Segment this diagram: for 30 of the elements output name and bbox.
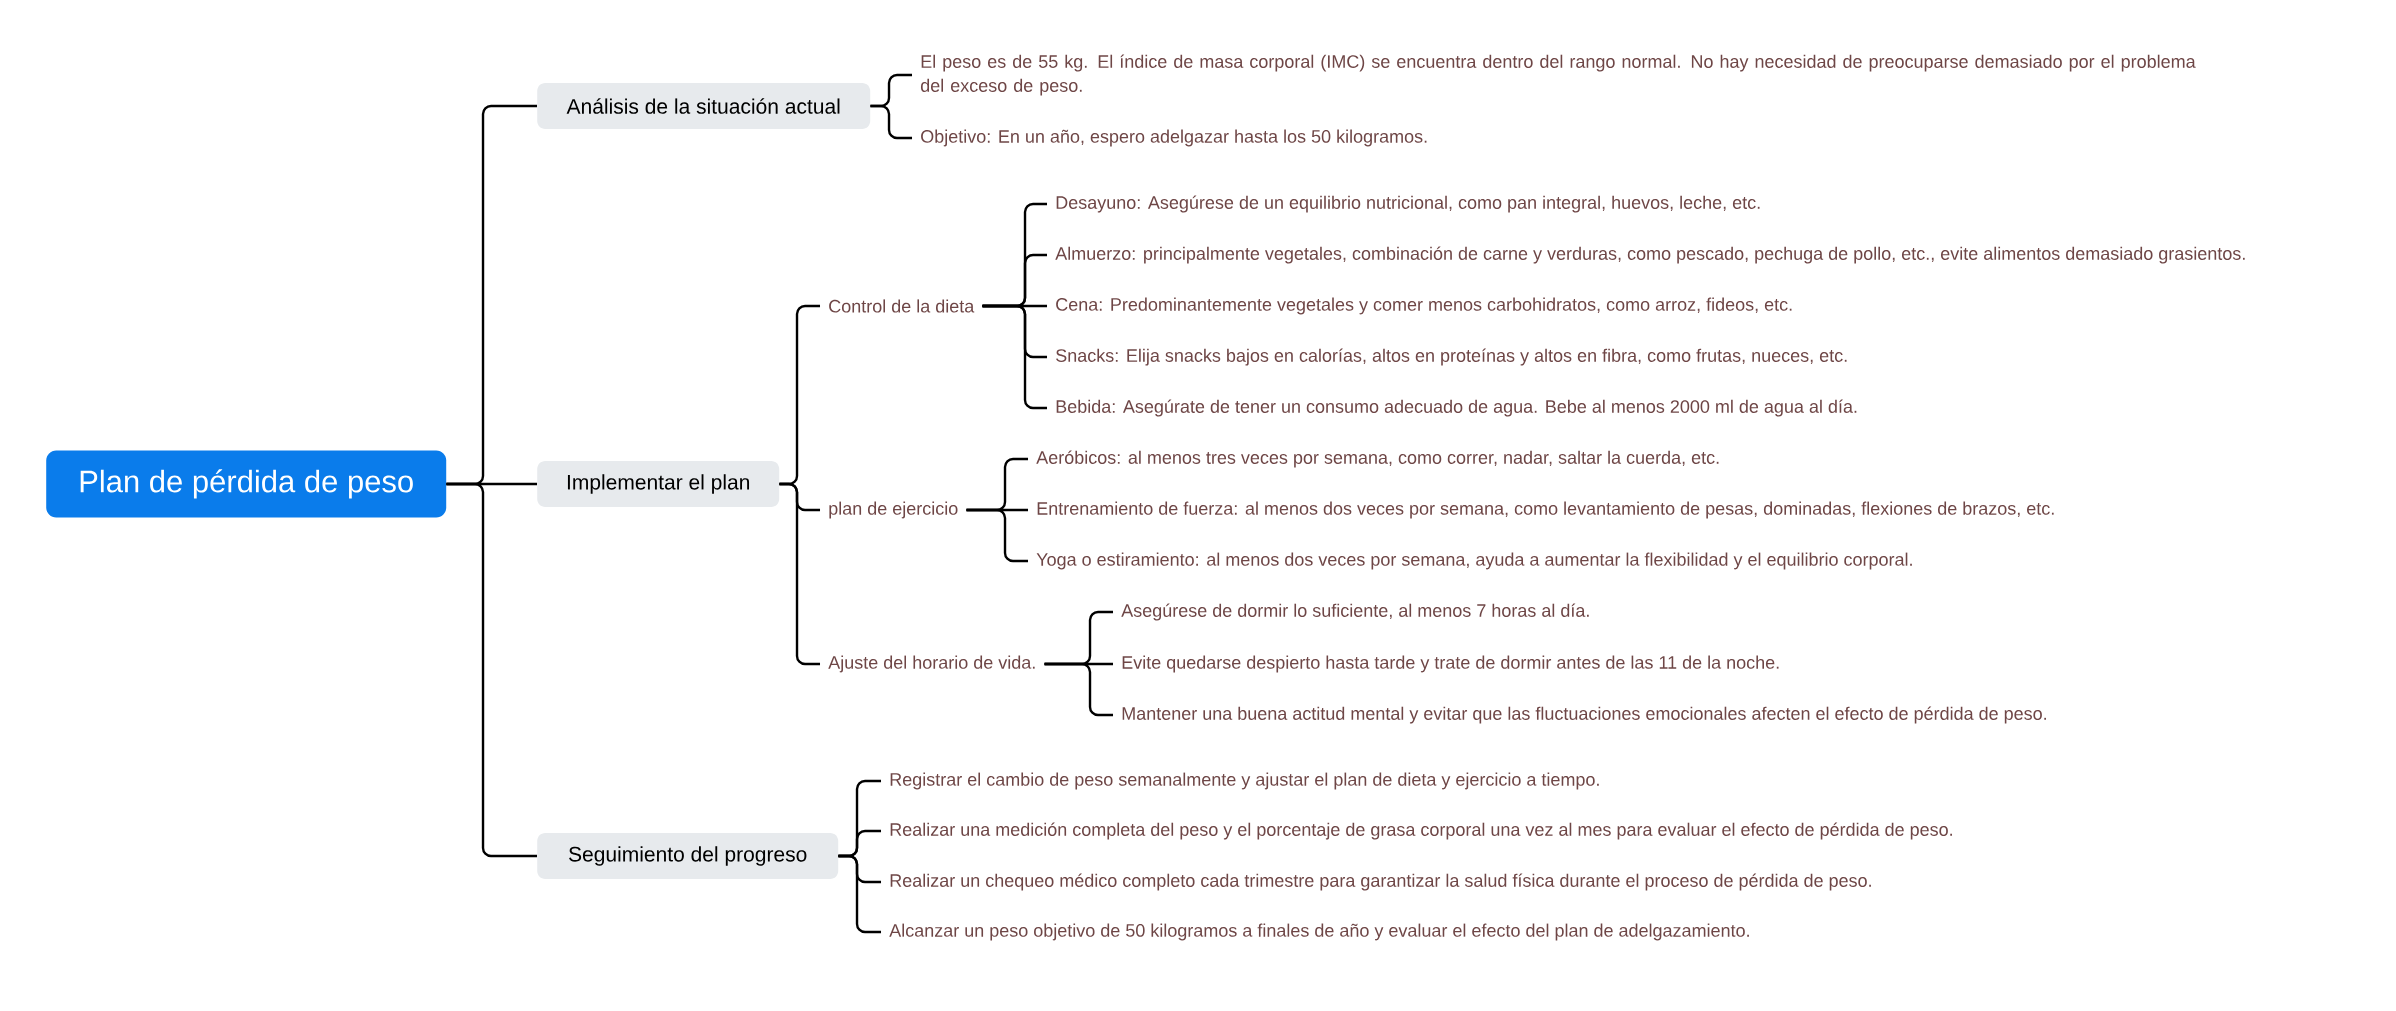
detail-text: Mantener una buena actitud mental y evitar que las fluctuaciones emocionales afecten el efecto de pérdida de peso. [1122,706,2046,724]
detail-text: Bebida: Asegúrate de tener un consumo adecuado de agua. Bebe al menos 2000 ml de agua al día. [1056,399,1857,417]
detail-text: Entrenamiento de fuerza: al menos dos veces por semana, como levantamiento de pesas, dominadas, flexiones de brazos, etc. [1037,501,2054,519]
detail-text: Cena: Predominantemente vegetales y comer menos carbohidratos, como arroz, fideos, etc. [1056,297,1792,315]
topic-box: Seguimiento del progreso [537,833,839,879]
subtopic-text: plan de ejercicio [829,501,958,519]
detail-text: Registrar el cambio de peso semanalmente y ajustar el plan de dieta y ejercicio a tiempo. [890,772,1599,790]
subtopic-text: Control de la dieta [829,299,975,313]
detail-text: Objetivo: En un año, espero adelgazar hasta los 50 kilogramos. [921,129,1427,147]
detail-text: Aeróbicos: al menos tres veces por semana, como correr, nadar, saltar la cuerda, etc. [1036,450,1719,468]
branch-line [982,304,1047,410]
detail-text: Almuerzo: principalmente vegetales, combinación de carne y verduras, como pescado, pechuga de pollo, etc., evite alimentos demasiado grasientos. [1055,246,2245,264]
topic-box: Implementar el plan [537,461,780,507]
detail-text: Alcanzar un peso objetivo de 50 kilogramos a finales de año y evaluar el efecto del plan de adelgazamiento. [889,923,1749,941]
branch-line [838,854,881,934]
detail-text: Yoga o estiramiento: al menos dos veces por semana, ayuda a aumentar la flexibilidad y el equilibrio corporal. [1036,552,1912,570]
branch-line [446,482,537,858]
detail-text: Snacks: Elija snacks bajos en calorías, altos en proteínas y altos en fibra, como frutas, nueces, etc. [1056,348,1847,366]
branch-line [1044,662,1113,717]
detail-text: Desayuno: Asegúrese de un equilibrio nutricional, como pan integral, huevos, leche, etc. [1056,195,1760,213]
branch-line [966,508,1028,563]
detail-text: Realizar un chequeo médico completo cada trimestre para garantizar la salud física durante el proceso de pérdida de peso. [890,873,1871,891]
detail-text: Asegúrese de dormir lo suficiente, al menos 7 horas al día. [1121,603,1589,621]
central-topic-box: Plan de pérdida de peso [46,450,447,518]
detail-text: El peso es de 55 kg. El índice de masa corporal (IMC) se encuentra dentro del rango normal. No hay necesidad de preocuparse demasiado por el problema del exceso de peso. [920,54,2196,96]
branch-line [870,104,912,140]
detail-text: Evite quedarse despierto hasta tarde y trate de dormir antes de las 11 de la noche. [1122,655,1779,673]
subtopic-text: Ajuste del horario de vida. [828,655,1035,673]
detail-text: Realizar una medición completa del peso y el porcentaje de grasa corporal una vez al mes para evaluar el efecto de pérdida de peso. [890,822,1952,840]
topic-box: Análisis de la situación actual [537,83,871,129]
